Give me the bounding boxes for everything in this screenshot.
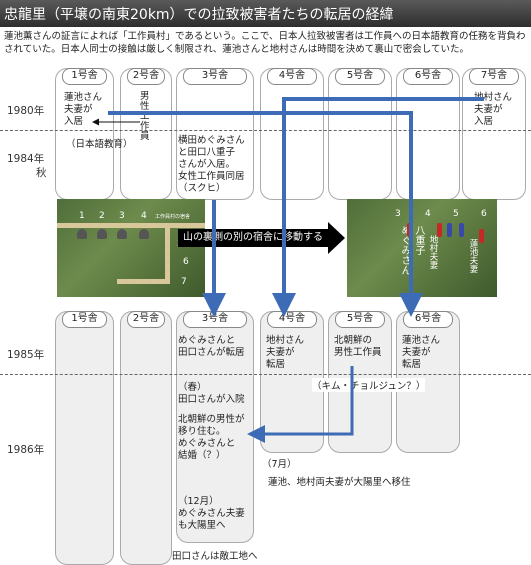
house-column: 2号舎 <box>120 68 172 200</box>
road <box>117 279 170 284</box>
resident-name: 蓮池夫妻 <box>468 239 478 273</box>
house-number: 5 <box>453 209 459 219</box>
house-column: 3号舎 <box>176 68 254 200</box>
house-number: 4 <box>425 209 431 219</box>
hut <box>117 229 127 239</box>
year-label: 1986年 <box>7 444 45 456</box>
house-number: 4 <box>141 211 147 221</box>
year-label: 1980年 <box>7 105 45 117</box>
resident-name: 地村夫妻 <box>428 235 438 269</box>
house-column: 2号舎 <box>120 311 172 565</box>
house-label: 5号舎 <box>335 311 385 328</box>
road <box>57 223 205 228</box>
house5-to-house3-arrow <box>247 366 354 443</box>
house-label: 1号舎 <box>62 311 107 328</box>
house-column: 7号舎 <box>462 68 526 200</box>
village-photo-right: 3 4 5 6 八重子 めぐみさん 地村夫妻 蓮池夫妻 <box>347 199 497 297</box>
house-column: 5号舎 <box>328 68 392 200</box>
house-column: 1号舎 <box>55 311 114 565</box>
house-label: 1号舎 <box>62 68 107 85</box>
house3-1985-entry: めぐみさんと 田口さんが転居 <box>178 335 245 358</box>
house-column: 6号舎 <box>396 68 460 200</box>
resident-name: めぐみさん <box>399 225 410 275</box>
house-label: 7号舎 <box>469 68 519 85</box>
house3-december-entry: （12月） めぐみさん夫妻 も大陽里へ <box>178 496 245 531</box>
year-label: 秋 <box>36 167 47 179</box>
july-text: 蓮池、地村両夫妻が大陽里へ移住 <box>268 477 411 488</box>
agent-name-note: （キム・チョルジュン？） <box>312 378 426 392</box>
house3-spring-entry: （春） 田口さんが入院 <box>178 382 245 405</box>
title-bar: 忠龍里（平壌の南東20km）での拉致被害者たちの転居の経緯 <box>0 0 531 27</box>
house3-marriage-entry: 北朝鮮の男性が 移り住む。 めぐみさんと 結婚（？） <box>178 414 245 461</box>
house6-1985-entry: 蓮池さん 夫妻が 転居 <box>402 335 441 370</box>
page-title: 忠龍里（平壌の南東20km）での拉致被害者たちの転居の経緯 <box>4 7 394 23</box>
house4-1985-entry: 地村さん 夫妻が 転居 <box>266 335 305 370</box>
house1-1980-entry: 蓮池さん 夫妻が 入居 <box>64 92 103 127</box>
hut <box>97 229 107 239</box>
house-label: 5号舎 <box>335 68 385 85</box>
person-marker <box>437 223 442 237</box>
house-number: 3 <box>395 209 401 219</box>
village-photo-left: 1 2 3 4 5 6 7 工作員村の宿舎 <box>57 199 205 297</box>
house-number: 6 <box>481 209 487 219</box>
house-number: 6 <box>183 257 189 267</box>
period-divider <box>0 374 531 375</box>
year-label: 1984年 <box>7 153 45 165</box>
house1-to-house6-arrow <box>108 111 423 317</box>
house-label: 6号舎 <box>403 68 453 85</box>
house5-1985-entry: 北朝鮮の 男性工作員 <box>334 335 382 358</box>
house3-1984-entry: 横田めぐみさん と田口八重子 さんが入居。 女性工作員同居 （スクヒ） <box>178 135 245 194</box>
house2-1980-entry: 男 性 工 作 員 <box>140 91 150 142</box>
hut <box>77 229 87 239</box>
move-banner-arrowhead <box>328 222 345 254</box>
year-label: 1985年 <box>7 349 45 361</box>
house-number: 3 <box>119 211 125 221</box>
house-number: 7 <box>181 277 187 287</box>
footer-note: 田口さんは敵工地へ <box>172 551 258 562</box>
person-marker <box>479 229 484 243</box>
house1-note: （日本語教育） <box>66 139 133 150</box>
photo-caption: 工作員村の宿舎 <box>155 214 191 220</box>
resident-name: 八重子 <box>413 225 424 255</box>
house-label: 2号舎 <box>127 68 165 85</box>
house-label: 2号舎 <box>127 311 165 328</box>
house-number: 2 <box>99 211 105 221</box>
hut <box>139 229 149 239</box>
house7-to-house4-arrow <box>272 97 484 317</box>
house-column: 3号舎 <box>176 311 254 543</box>
period-divider <box>0 130 531 131</box>
person-marker <box>447 223 452 237</box>
intro-text: 蓮池薫さんの証言によれば「工作員村」であるという。ここで、日本人拉致被害者は工作… <box>4 31 526 55</box>
person-marker <box>459 223 464 237</box>
house-label: 3号舎 <box>183 68 247 85</box>
house7-1980-entry: 地村さん 夫妻が 入居 <box>474 92 513 127</box>
july-label: （7月） <box>262 459 297 470</box>
house-column: 1号舎 <box>55 68 114 200</box>
house-number: 1 <box>79 211 85 221</box>
house-label: 4号舎 <box>267 68 317 85</box>
house-column: 4号舎 <box>260 68 324 200</box>
road <box>165 223 170 283</box>
